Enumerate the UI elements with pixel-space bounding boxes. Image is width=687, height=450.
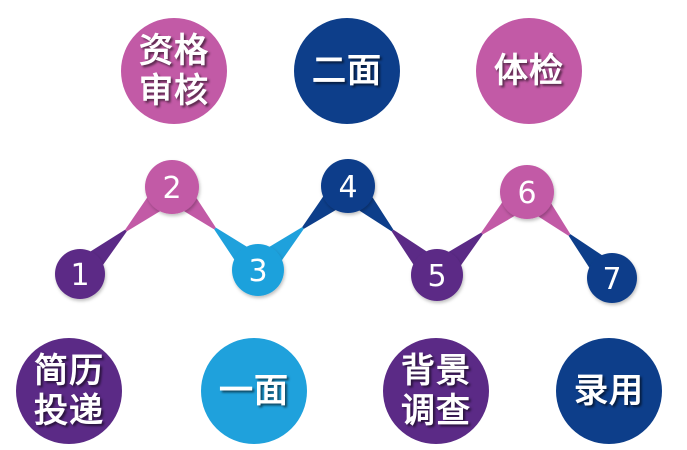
step-node-4: 4 xyxy=(321,159,375,213)
step-node-6: 6 xyxy=(500,165,554,219)
step-nodes: 1 2 3 4 5 6 7 xyxy=(55,159,637,303)
stage-label: 简历 投递 xyxy=(34,351,104,431)
stage-label: 背景 调查 xyxy=(401,351,471,431)
stage-label: 资格 审核 xyxy=(139,31,209,111)
stage-resume-submission: 简历 投递 xyxy=(16,338,122,444)
stage-label: 一面 xyxy=(219,371,289,411)
step-number: 5 xyxy=(427,259,446,294)
stage-medical-exam: 体检 xyxy=(476,18,582,124)
step-node-2: 2 xyxy=(145,160,199,214)
stage-label: 二面 xyxy=(312,51,382,91)
step-node-5: 5 xyxy=(411,249,463,301)
stage-second-interview: 二面 xyxy=(294,18,400,124)
step-circle xyxy=(587,253,637,303)
step-circle xyxy=(55,249,105,299)
step-node-7: 7 xyxy=(587,253,637,303)
step-circle xyxy=(500,165,554,219)
step-node-1: 1 xyxy=(55,249,105,299)
step-circle xyxy=(321,159,375,213)
step-number: 1 xyxy=(70,258,89,293)
stage-hired: 录用 xyxy=(556,338,662,444)
stage-label: 录用 xyxy=(574,371,644,411)
step-number: 7 xyxy=(602,262,621,297)
stage-first-interview: 一面 xyxy=(201,338,307,444)
step-circle xyxy=(145,160,199,214)
step-number: 6 xyxy=(517,176,536,211)
stage-label: 体检 xyxy=(494,51,564,91)
step-circle xyxy=(232,244,284,296)
step-number: 4 xyxy=(338,170,357,205)
step-circle xyxy=(411,249,463,301)
step-node-3: 3 xyxy=(232,244,284,296)
step-number: 2 xyxy=(162,171,181,206)
stage-background-check: 背景 调查 xyxy=(383,338,489,444)
stage-qualification-review: 资格 审核 xyxy=(121,18,227,124)
step-number: 3 xyxy=(248,254,267,289)
